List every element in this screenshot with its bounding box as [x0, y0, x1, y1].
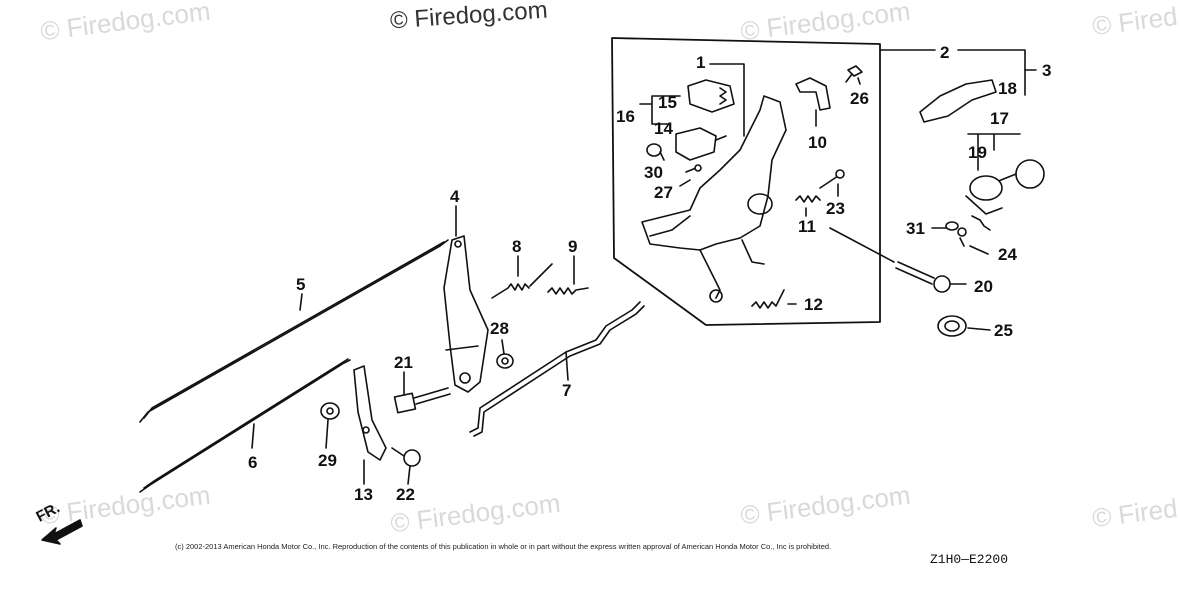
choke-assembly-19 [965, 159, 1045, 231]
washer-31 [945, 221, 959, 231]
part-label-22: 22 [396, 485, 415, 504]
switch-14 [675, 127, 727, 161]
control-bracket-1 [641, 95, 787, 303]
spring-12 [751, 289, 785, 309]
rod-5 [139, 239, 449, 423]
part-label-1: 1 [696, 53, 705, 72]
part-label-10: 10 [808, 133, 827, 152]
part-label-26: 26 [850, 89, 869, 108]
part-label-13: 13 [354, 485, 373, 504]
part-label-2: 2 [940, 43, 949, 62]
rod-7 [469, 301, 645, 437]
part-label-6: 6 [248, 453, 257, 472]
nut-30 [646, 143, 662, 157]
switch-15 [687, 79, 735, 113]
copyright-notice: (c) 2002-2013 American Honda Motor Co., … [175, 542, 832, 551]
spring-9 [547, 287, 589, 295]
bolt-22 [391, 447, 421, 467]
part-label-23: 23 [826, 199, 845, 218]
governor-arm-4 [443, 235, 489, 393]
part-label-14: 14 [654, 119, 673, 138]
part-label-24: 24 [998, 245, 1017, 264]
part-label-17: 17 [990, 109, 1009, 128]
part-label-8: 8 [512, 237, 521, 256]
part-label-18: 18 [998, 79, 1017, 98]
screw-23 [819, 169, 845, 189]
part-label-28: 28 [490, 319, 509, 338]
diagram-code: Z1H0—E2200 [930, 552, 1009, 567]
part-label-9: 9 [568, 237, 577, 256]
bracket-18 [919, 79, 997, 123]
part-label-19: 19 [968, 143, 987, 162]
screw-24 [957, 227, 967, 247]
part-label-12: 12 [804, 295, 823, 314]
part-label-25: 25 [994, 321, 1013, 340]
part-label-27: 27 [654, 183, 673, 202]
clamp-25 [937, 315, 967, 337]
part-label-15: 15 [658, 93, 677, 112]
collar-28 [496, 353, 514, 369]
spring-8 [491, 263, 553, 299]
screw-27 [685, 164, 702, 173]
part-label-4: 4 [450, 187, 460, 206]
part-label-7: 7 [562, 381, 571, 400]
rod-6 [139, 358, 351, 493]
part-label-16: 16 [616, 107, 635, 126]
part-label-11: 11 [798, 217, 816, 236]
part-label-31: 31 [906, 219, 925, 238]
front-arrow [41, 519, 83, 545]
part-label-30: 30 [644, 163, 663, 182]
part-label-20: 20 [974, 277, 993, 296]
part-label-21: 21 [394, 353, 413, 372]
washer-29 [320, 402, 340, 420]
part-label-3: 3 [1042, 61, 1051, 80]
lever-13 [353, 365, 387, 461]
screw-26 [845, 65, 863, 83]
part-label-29: 29 [318, 451, 337, 470]
assembly-outline [611, 37, 881, 326]
part-label-5: 5 [296, 275, 305, 294]
spring-11 [795, 195, 821, 203]
bolt-21 [393, 387, 451, 414]
bracket-10 [795, 77, 831, 111]
bolt-20 [895, 261, 951, 293]
